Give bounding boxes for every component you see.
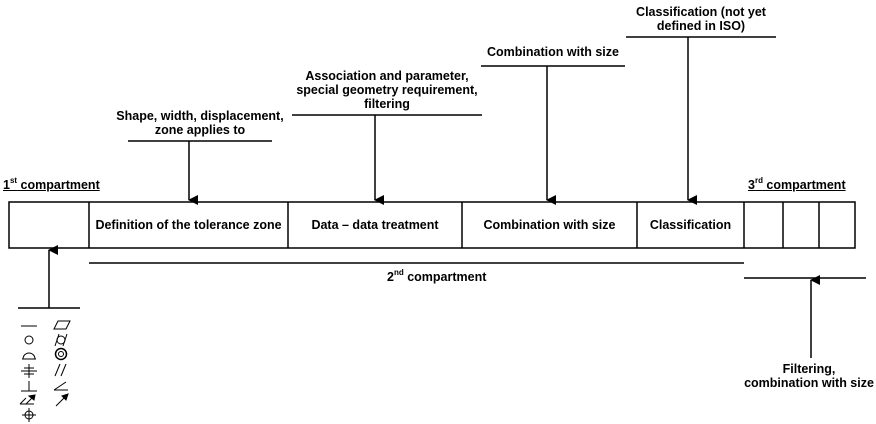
first-compartment-text: compartment — [17, 178, 100, 192]
first-compartment-suffix: st — [9, 176, 18, 185]
circular-runout-icon — [55, 393, 69, 407]
first-compartment-number: 1 — [3, 178, 10, 192]
symmetry-icon — [21, 364, 37, 378]
filtering-callout-line-1: Filtering, — [782, 362, 836, 376]
association-callout-line-2: special geometry requirement, — [296, 83, 478, 97]
third-compartment-number: 3 — [748, 178, 755, 192]
parallelism-icon — [54, 363, 67, 377]
surface-profile-icon — [22, 352, 36, 360]
cylindricity-icon — [54, 333, 68, 347]
filtering-callout-line-2: combination with size — [744, 376, 874, 390]
total-runout-icon — [19, 394, 36, 405]
third-compartment-text: compartment — [762, 178, 846, 192]
association-callout: Association and parameter, special geome… — [283, 69, 491, 111]
shape-callout: Shape, width, displacement, zone applies… — [104, 109, 296, 137]
cell-classification: Classification — [649, 218, 732, 232]
perpendicularity-icon — [21, 381, 37, 392]
combination-callout-line-1: Combination with size — [487, 45, 619, 59]
frame-outline — [8, 201, 856, 249]
circularity-icon — [24, 335, 34, 345]
filtering-callout: Filtering, combination with size — [743, 362, 875, 390]
third-compartment-label: 3rd compartment — [748, 176, 846, 193]
classification-callout-line-1: Classification (not yet — [636, 5, 766, 19]
shape-callout-line-1: Shape, width, displacement, — [116, 109, 284, 123]
association-callout-line-1: Association and parameter, — [305, 69, 469, 83]
second-compartment-text: compartment — [403, 270, 487, 284]
first-compartment-label: 1st compartment — [3, 176, 100, 193]
cell-tolerance-zone: Definition of the tolerance zone — [95, 218, 282, 232]
association-callout-line-3: filtering — [364, 97, 410, 111]
second-compartment-label: 2nd compartment — [387, 268, 487, 285]
shape-callout-line-2: zone applies to — [154, 123, 246, 137]
concentricity-icon — [54, 347, 68, 361]
cell-data-treatment: Data – data treatment — [311, 218, 439, 232]
position-icon — [22, 408, 36, 422]
third-compartment-suffix: rd — [754, 176, 763, 185]
combination-callout: Combination with size — [468, 45, 638, 59]
second-compartment-suffix: nd — [393, 268, 404, 277]
classification-callout: Classification (not yet defined in ISO) — [616, 5, 786, 33]
classification-callout-line-2: defined in ISO) — [656, 19, 746, 33]
cell-combination-size: Combination with size — [483, 218, 616, 232]
second-compartment-number: 2 — [387, 270, 394, 284]
flatness-icon — [53, 320, 71, 330]
angularity-icon — [53, 381, 68, 391]
